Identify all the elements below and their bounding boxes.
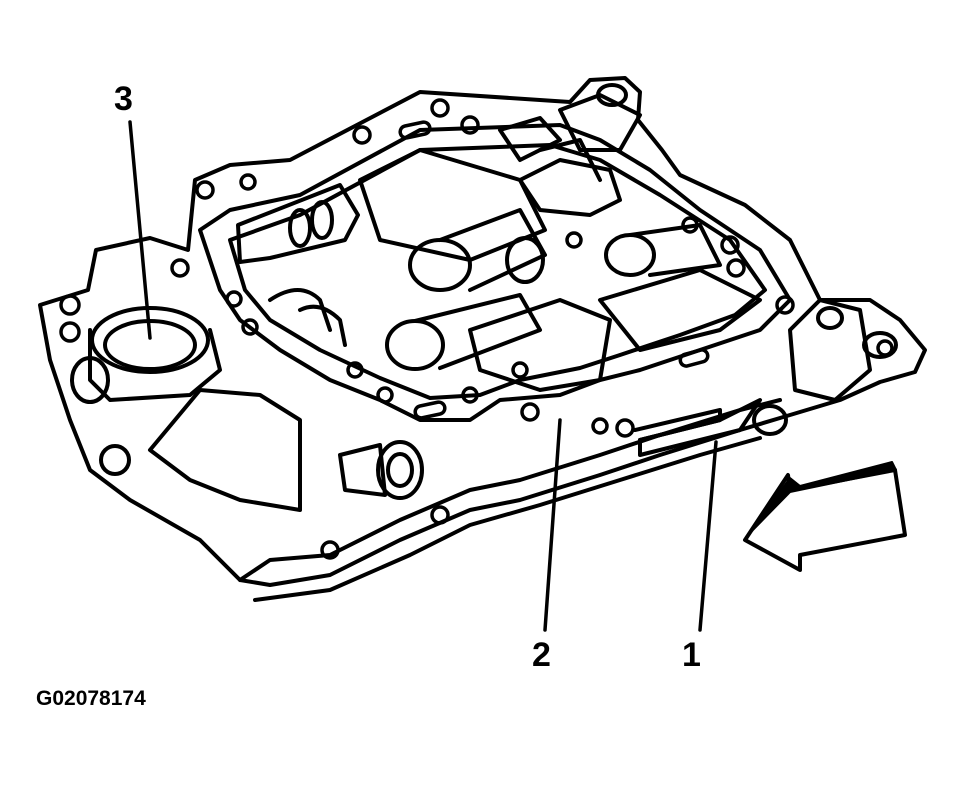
plenum-block [598,268,762,352]
callout-3-label: 3 [114,80,133,118]
right-rail-detail [633,408,722,442]
bolt-holes [59,98,894,560]
runner-port [438,208,547,292]
plenum-block [468,298,612,392]
manifold-body-outline [38,76,927,587]
gasket-deck-outline [198,123,792,422]
runner-port [413,293,542,370]
vacuum-fitting-tube [338,443,387,497]
egr-fitting [558,93,642,152]
right-end-boss-hole [816,306,844,330]
runner-port [385,319,445,371]
slot-openings [398,120,710,420]
runner-port [604,233,656,277]
thermostat-opening [90,306,210,374]
vacuum-fitting-inner [386,452,414,488]
figure-id-label: G02078174 [36,687,146,710]
plenum-block [358,148,547,262]
egr-fitting-hole [596,83,628,107]
vacuum-fitting [376,440,424,500]
coolant-fitting [70,356,110,404]
right-end-boss [788,298,872,402]
inlet-port-hole [288,208,312,248]
leader-line-1 [698,440,718,632]
right-lower-boss [752,404,788,436]
leader-line-3 [128,120,152,340]
gasket-inner-line [228,143,767,400]
egr-fitting [498,116,562,162]
inlet-runner [268,288,332,332]
front-boss [148,388,302,512]
egr-bracket [518,158,622,217]
right-rail [638,398,762,457]
callout-2-label: 2 [532,636,551,674]
inlet-port-block [236,183,360,264]
thermostat-housing [88,328,222,402]
coolant-fitting-lower [99,444,131,476]
egr-bracket [538,138,602,182]
right-end-pad [862,331,898,359]
base-rail-lower [253,436,762,602]
front-direction-arrow-icon [743,461,907,572]
inlet-runner [298,304,347,347]
leader-line-2 [543,418,562,632]
inlet-port-hole [310,200,334,240]
base-rail [238,398,782,582]
runner-port [628,223,722,277]
callout-1-label: 1 [682,636,701,674]
